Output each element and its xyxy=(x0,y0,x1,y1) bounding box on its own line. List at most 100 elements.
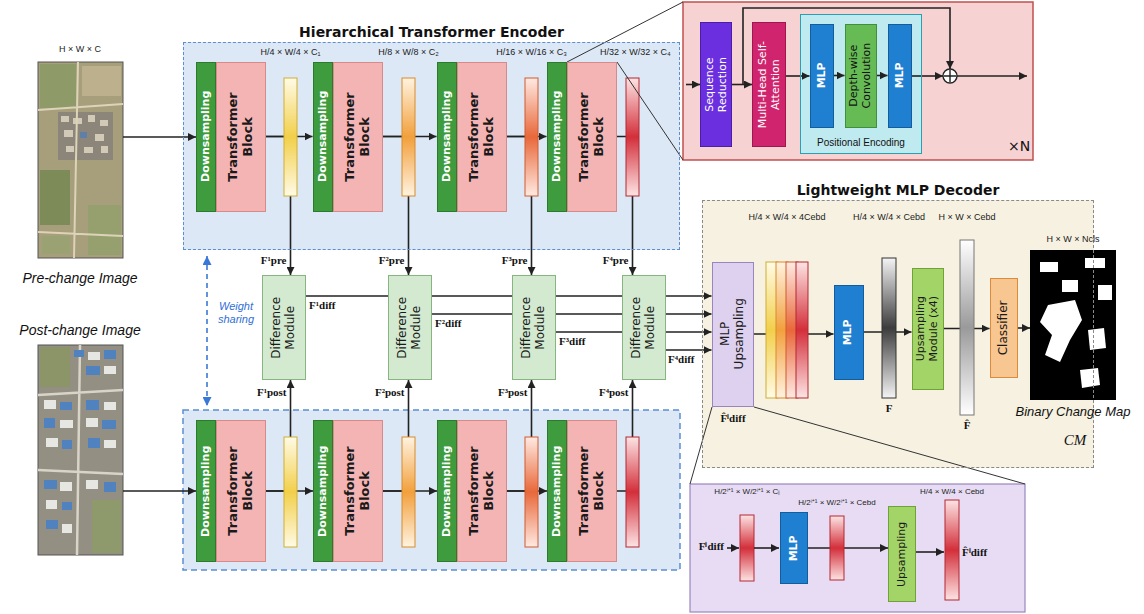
satellite-image xyxy=(44,400,56,409)
feature-map xyxy=(284,437,297,547)
panel-heading: Lightweight MLP Decoder xyxy=(797,182,1000,198)
block-label: MLP xyxy=(815,27,828,123)
difference-module: Difference Module xyxy=(262,275,306,380)
feature-label: F⁴pre xyxy=(603,254,629,267)
feature-label: F̂ xyxy=(964,419,971,432)
positional-encoding-region: Positional EncodingMLPDepth-wise Convolu… xyxy=(800,14,922,154)
transformer-block: Transformer Block xyxy=(457,420,507,562)
satellite-image xyxy=(88,205,121,255)
change-map xyxy=(1085,258,1105,268)
downsampling-block: Downsampling xyxy=(196,420,216,562)
dimension-label: H × W × Cebd xyxy=(938,212,995,222)
sum-node xyxy=(944,70,956,82)
block-label: Downsampling xyxy=(317,424,330,558)
satellite-image xyxy=(104,402,116,410)
block-label: Downsampling xyxy=(200,424,213,558)
transformer-block: Transformer Block xyxy=(567,62,617,212)
arrow-connector xyxy=(432,313,712,315)
satellite-image xyxy=(44,480,57,489)
panel-heading: Hierarchical Transformer Encoder xyxy=(299,24,564,40)
dimension-label: H/2ⁱ⁺¹ × W/2ⁱ⁺¹ × Cebd xyxy=(798,498,875,507)
satellite-image xyxy=(82,66,121,96)
block-label: Classifier xyxy=(997,281,1011,373)
downsampling-block: Downsampling xyxy=(313,420,333,562)
arrow-connector xyxy=(808,547,888,549)
satellite-image xyxy=(60,420,73,428)
satellite-image xyxy=(38,62,123,258)
downsampling-block: Downsampling xyxy=(437,420,457,562)
downsampling-block: Downsampling xyxy=(547,62,567,212)
satellite-image xyxy=(92,500,121,553)
satellite-image xyxy=(40,170,70,225)
transformer-block: Transformer Block xyxy=(216,420,266,562)
satellite-image xyxy=(40,64,76,108)
transformer-block: Transformer Block xyxy=(333,420,383,562)
zoom-panel xyxy=(683,2,1033,160)
block-label: Depth-wise Convolution xyxy=(848,30,873,122)
block-label: Upsampling Module (x4) xyxy=(915,276,940,381)
feature-label: F̂ⁱdiff xyxy=(962,546,987,559)
satellite-image xyxy=(38,345,123,555)
satellite-image xyxy=(101,146,108,153)
feature-label: F⁴post xyxy=(599,386,629,399)
feature-label: F³diff xyxy=(559,335,586,348)
zoom-leader-line xyxy=(617,62,683,160)
satellite-image xyxy=(88,352,100,360)
dimension-label: H × W × Ncls xyxy=(1046,234,1099,244)
zoom-leader-line xyxy=(754,407,1025,484)
image-caption: Binary Change Map xyxy=(1016,405,1131,420)
block-label: Transformer Block xyxy=(467,441,497,541)
satellite-image xyxy=(86,480,98,489)
sum-node xyxy=(943,69,957,83)
output-symbol: CM xyxy=(1064,432,1087,449)
dimension-label: H/16 × W/16 × C₃ xyxy=(496,47,567,57)
satellite-image xyxy=(60,402,72,410)
decoder-panel: Lightweight MLP DecoderMLP UpsamplingMLP… xyxy=(702,200,1094,468)
satellite-image xyxy=(88,438,100,448)
feature-label: F¹diff xyxy=(309,299,336,312)
feature-map xyxy=(626,78,639,196)
upsampling-block: Upsampling xyxy=(888,506,916,602)
block-label: Downsampling xyxy=(441,424,454,558)
dimension-label: H/4 × W/4 × 4Cebd xyxy=(748,212,825,222)
block-label: Sequence Reduction xyxy=(703,32,728,137)
encoder-panel-fill xyxy=(183,410,680,570)
feature-label: F³post xyxy=(498,386,528,399)
transformer-block: Transformer Block xyxy=(216,62,266,212)
satellite-image xyxy=(38,62,123,258)
flow-arrow xyxy=(754,547,779,549)
feature-map xyxy=(284,78,297,196)
satellite-image xyxy=(104,482,116,492)
satellite-image xyxy=(46,520,58,529)
flow-arrow xyxy=(957,75,1027,77)
satellite-image xyxy=(74,350,84,357)
difference-module: Difference Module xyxy=(388,275,432,380)
encoder-panel-fill xyxy=(183,42,680,250)
dimension-label: H × W × C xyxy=(59,44,101,54)
feature-label: F²diff xyxy=(435,317,462,330)
block-label: Difference Module xyxy=(520,282,548,374)
block-label: MLP xyxy=(842,288,855,375)
attention-block: Multi-Head Self-Attention xyxy=(752,22,786,147)
satellite-image xyxy=(86,400,99,410)
satellite-image xyxy=(88,115,95,122)
block-label: Downsampling xyxy=(199,65,212,207)
dimension-label: H/4 × W/4 × Cebd xyxy=(920,487,984,496)
block-label: Difference Module xyxy=(630,282,658,374)
satellite-image xyxy=(62,524,72,533)
feature-label: F²pre xyxy=(379,254,405,267)
depthwise-conv-block: Depth-wise Convolution xyxy=(845,24,877,128)
change-map xyxy=(1062,280,1078,292)
difference-module: Difference Module xyxy=(622,275,666,380)
flow-arrow xyxy=(123,136,196,138)
feature-map xyxy=(525,437,538,547)
sequence-reduction-block: Sequence Reduction xyxy=(700,22,732,147)
dimension-label: H/4 × W/4 × C₁ xyxy=(260,47,320,57)
satellite-image xyxy=(44,418,55,428)
satellite-image xyxy=(104,350,116,359)
block-label: Transformer Block xyxy=(467,87,497,187)
block-label: Transformer Block xyxy=(343,87,373,187)
satellite-image xyxy=(66,146,74,152)
satellite-image xyxy=(38,345,123,555)
classifier-block: Classifier xyxy=(990,278,1018,378)
